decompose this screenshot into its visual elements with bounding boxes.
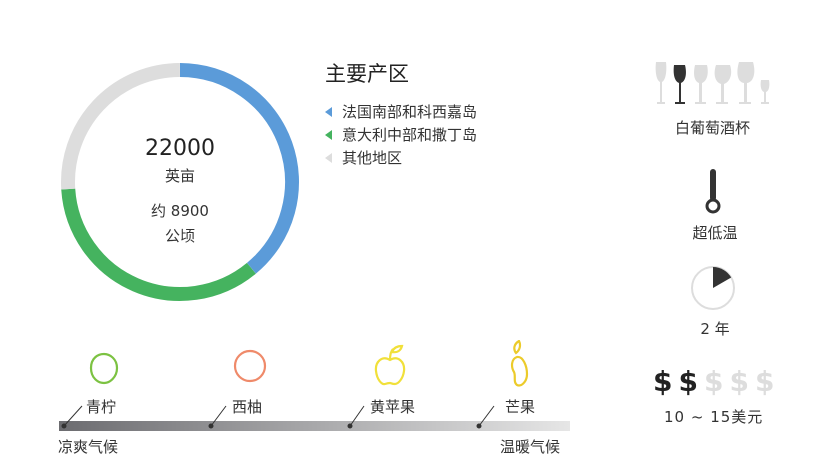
dollar-icon: $	[754, 365, 777, 398]
glass-label: 白葡萄酒杯	[674, 119, 750, 137]
warm-climate-label: 温暖气候	[500, 438, 561, 456]
fruit-label-mango: 芒果	[505, 398, 536, 416]
legend-label: 其他地区	[342, 149, 403, 167]
legend-item: 意大利中部和撒丁岛	[325, 123, 477, 146]
legend-title: 主要产区	[325, 62, 409, 86]
ring-segment-1	[61, 188, 256, 301]
mango-icon	[510, 340, 529, 387]
apple-icon	[374, 344, 406, 386]
fruit-label-apple: 黄苹果	[370, 398, 416, 416]
lime-icon	[89, 352, 119, 385]
triangle-icon	[325, 106, 332, 117]
fruit-markers	[61, 340, 529, 429]
area-ring-chart	[61, 63, 299, 301]
price-rating: $$$$$	[653, 365, 780, 398]
region-legend: 主要产区 法国南部和科西嘉岛 意大利中部和撒丁岛 其他地区	[325, 58, 477, 169]
price-label: 10 ~ 15美元	[664, 408, 764, 426]
triangle-icon	[325, 152, 332, 163]
dollar-icon: $	[653, 365, 675, 398]
thermometer-icon	[705, 169, 721, 214]
triangle-icon	[325, 129, 332, 140]
dollar-icon: $	[678, 365, 700, 398]
legend-item: 其他地区	[325, 146, 477, 169]
ring-approx-unit: 公顷	[164, 227, 195, 245]
legend-label: 意大利中部和撒丁岛	[342, 126, 478, 144]
ring-value: 22000	[145, 136, 215, 161]
ring-approx: 约 8900	[151, 202, 209, 220]
ring-segment-0	[179, 63, 299, 274]
climate-gradient-bar	[59, 421, 570, 431]
wine-glasses-icon	[655, 62, 770, 104]
legend-label: 法国南部和科西嘉岛	[342, 103, 478, 121]
grapefruit-icon	[233, 349, 267, 383]
legend-item: 法国南部和科西嘉岛	[325, 100, 477, 123]
aging-pie-icon	[691, 266, 735, 310]
fruit-label-grapefruit: 西柚	[232, 398, 263, 416]
dollar-icon: $	[729, 365, 751, 398]
aging-wedge	[713, 267, 732, 288]
dollar-icon: $	[703, 365, 726, 398]
aging-label: 2 年	[700, 320, 730, 338]
ring-segment-2	[61, 63, 181, 190]
fruit-label-lime: 青柠	[86, 398, 117, 416]
temperature-label: 超低温	[692, 224, 738, 242]
cool-climate-label: 凉爽气候	[58, 438, 119, 456]
ring-unit: 英亩	[164, 167, 195, 185]
